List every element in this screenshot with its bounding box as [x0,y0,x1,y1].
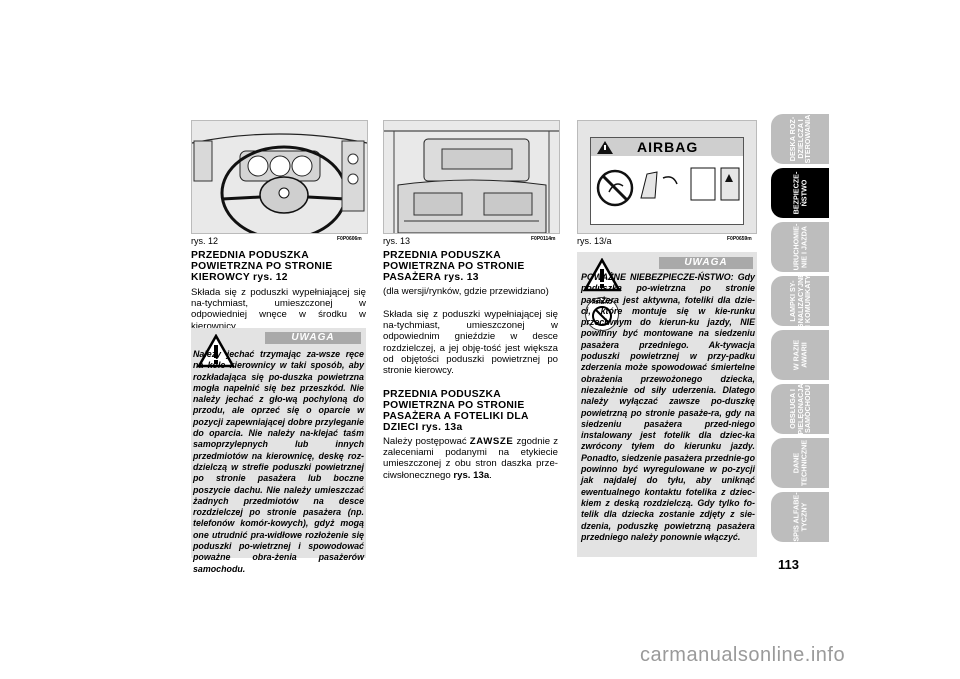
tab-label: SPIS ALFABE- TYCZNY [791,492,809,542]
tab-uruchomienie-i-jazda[interactable]: URUCHOMIE- NIE I JAZDA [771,222,829,272]
body-paragraph: Składa się z poduszki wypełniającej się … [383,309,558,377]
body-text: . [489,469,492,481]
warning-title: UWAGA [291,332,335,343]
airbag-sticker: AIRBAG [590,137,744,225]
body-text: Należy postępować [383,436,467,447]
warning-box: UWAGA AIRBAG [577,252,757,557]
emphasis-text: ZAWSZE [469,436,514,447]
no-child-seat-graphic [592,306,612,326]
dashboard-illustration [384,121,559,233]
body-text: zgodnie z zaleceniami podanymi na etykie… [383,436,558,481]
tab-w-razie-awarii[interactable]: W RAZIE AWARII [771,330,829,380]
section-heading: PRZEDNIA PODUSZKA POWIETRZNA PO STRONIE … [383,250,525,283]
airbag-sticker-title: AIRBAG [637,139,699,155]
figure-code: F0P0606m [337,236,362,242]
tab-obsluga-i-pielegnacja[interactable]: OBSŁUGA I PIELĘGNACJA SAMOCHODU [771,383,829,435]
figure-label: rys. 13/a [577,236,612,246]
figure-steering-wheel [191,120,368,234]
warning-text: Należy jechać trzymając za-wsze ręce na … [193,349,364,575]
airbag-sticker-graphics [591,138,743,207]
figure-label: rys. 13 [383,236,411,246]
badge-text: AIRBAG [592,300,612,306]
warning-title-bar: UWAGA [265,332,361,344]
figure-airbag-label: AIRBAG [577,120,757,234]
warning-body: POWAŻNE NIEBEZPIECZE-ŃSTWO: Gdy poduszka… [581,272,755,542]
figure-reference: rys. 13a [453,469,490,481]
steering-wheel-illustration [192,121,367,233]
tab-label: OBSŁUGA I PIELĘGNACJA SAMOCHODU [787,383,812,435]
tab-label: URUCHOMIE- NIE I JAZDA [791,223,809,271]
warning-triangle-icon [583,258,621,292]
tab-dane-techniczne[interactable]: DANE TECHNICZNE [771,438,829,488]
watermark: carmanualsonline.info [640,644,846,666]
no-child-seat-icon: AIRBAG [585,297,619,331]
tab-label: LAMPKI SY- GNALIZACYJNE I KOMUNIKATY [787,273,812,329]
figure-code: F0P0114m [531,236,556,242]
tab-spis-alfabetyczny[interactable]: SPIS ALFABE- TYCZNY [771,492,829,542]
section-subtitle: (dla wersji/rynków, gdzie przewidziano) [383,286,549,297]
tab-lampki-sygnalizacyjne[interactable]: LAMPKI SY- GNALIZACYJNE I KOMUNIKATY [771,273,829,329]
warning-text: POWAŻNE NIEBEZPIECZE-ŃSTWO: Gdy poduszka… [581,272,755,543]
section-heading: PRZEDNIA PODUSZKA POWIETRZNA PO STRONIE … [383,389,529,433]
warning-triangle-icon [197,334,235,368]
tab-deska-rozdzielcza[interactable]: DESKA ROZ- DZIELCZA I STEROWANIA [771,114,829,164]
page-number: 113 [778,557,799,572]
figure-dashboard [383,120,560,234]
tab-bezpieczenstwo[interactable]: BEZPIECZE- ŃSTWO [771,168,829,218]
warning-title: UWAGA [684,257,728,268]
body-paragraph: Należy postępować ZAWSZE zgodnie z zalec… [383,436,558,481]
tab-label: BEZPIECZE- ŃSTWO [791,171,809,215]
body-paragraph: Składa się z poduszki wypełniającej się … [191,287,366,332]
warning-title-bar: UWAGA [659,257,753,269]
warning-body: Należy jechać trzymając za-wsze ręce na … [193,349,364,574]
tab-label: W RAZIE AWARII [791,339,809,371]
warning-box: UWAGA [191,328,366,558]
section-heading: PRZEDNIA PODUSZKA POWIETRZNA PO STRONIE … [191,250,333,283]
tab-label: DESKA ROZ- DZIELCZA I STEROWANIA [787,114,812,164]
figure-code: F0P0659m [727,236,752,242]
figure-label: rys. 12 [191,236,219,246]
tab-label: DANE TECHNICZNE [791,439,809,487]
